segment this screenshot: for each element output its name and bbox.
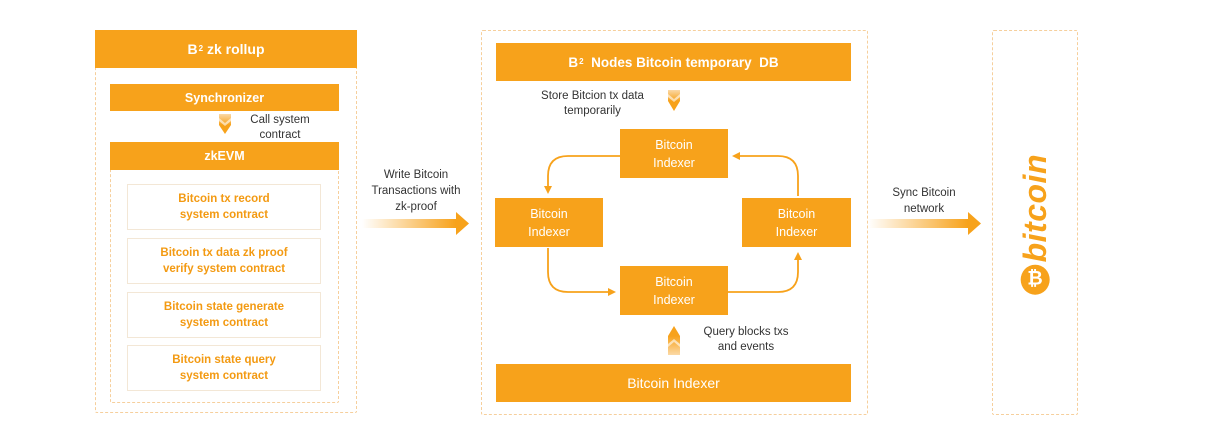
call-system-contract-label: Call system contract [240,113,320,143]
query-up-arrow [668,326,680,355]
indexer-node-right: Bitcoin Indexer [742,198,851,247]
sync-label-line2: network [903,203,945,215]
bitcoin-wordmark-rotator: ₿ bitcoin [1015,154,1055,295]
contract-card-line1: Bitcoin tx record [178,193,270,205]
nodes-db-title-sup: 2 [579,56,584,66]
contract-card-state-generate: Bitcoin state generate system contract [127,292,321,338]
write-label-line3: zk-proof [395,201,437,213]
indexer-line1: Bitcoin [655,137,693,152]
cycle-arrow-bottom-right [728,252,802,293]
bitcoin-indexer-bar-label: Bitcoin Indexer [627,375,720,391]
store-label-line2: temporarily [564,105,621,117]
contract-card-line2: system contract [179,370,269,382]
zk-rollup-title-sup: 2 [198,43,204,53]
indexer-line2: Indexer [775,224,818,239]
contract-card-line1: Bitcoin state query [172,354,276,366]
call-label-line2: contract [259,129,301,141]
indexer-line2: Indexer [528,224,570,239]
store-label-line1: Store Bitcion tx data [541,90,644,102]
contract-card-zk-proof: Bitcoin tx data zk proof verify system c… [127,238,321,284]
indexer-node-bottom: Bitcoin Indexer [620,266,728,315]
zkevm-label: zkEVM [204,149,245,163]
query-blocks-label: Query blocks txs and events [690,325,802,355]
synchronizer-bar: Synchronizer [110,84,339,111]
indexer-line1: Bitcoin [777,206,816,221]
cycle-arrow-bottom-left [547,248,616,296]
query-label-line2: and events [717,341,775,353]
zkevm-bar: zkEVM [110,142,339,170]
contract-card-state-query: Bitcoin state query system contract [127,345,321,391]
nodes-db-title-rest: Nodes Bitcoin temporary DB [583,54,779,70]
contract-card-tx-record: Bitcoin tx record system contract [127,184,321,230]
zk-rollup-title-rest: zk rollup [203,41,265,57]
sync-bitcoin-label: Sync Bitcoin network [876,185,972,217]
bitcoin-logo-icon: ₿ [1020,264,1050,295]
indexer-line2: Indexer [653,292,695,307]
contract-card-line2: system contract [179,209,269,221]
bitcoin-logo-glyph: ₿ [1027,268,1043,290]
indexer-line1: Bitcoin [655,274,693,289]
bitcoin-network-panel [992,30,1078,415]
nodes-db-panel [481,30,868,415]
sync-label-line1: Sync Bitcoin [892,187,956,199]
contract-card-line1: Bitcoin state generate [163,301,285,313]
call-label-line1: Call system [250,114,310,126]
nodes-db-title-main: B [568,54,579,70]
bitcoin-wordmark: bitcoin [1017,154,1053,263]
cycle-arrow-top-right [732,152,799,196]
indexer-node-left: Bitcoin Indexer [495,198,603,247]
cycle-arrow-top-left [544,155,620,194]
store-down-arrow [668,90,680,111]
indexer-node-top: Bitcoin Indexer [620,129,728,178]
bitcoin-indexer-bar: Bitcoin Indexer [496,364,851,402]
query-label-line1: Query blocks txs [703,326,789,338]
write-label-line1: Write Bitcoin [383,169,449,181]
indexer-line1: Bitcoin [530,206,568,221]
indexer-line2: Indexer [653,155,695,170]
write-arrow [362,212,469,235]
store-tx-data-label: Store Bitcion tx data temporarily [520,89,665,119]
write-bitcoin-label: Write Bitcoin Transactions with zk-proof [360,167,472,215]
sync-arrow [868,212,981,235]
call-down-arrow [219,114,231,134]
write-label-line2: Transactions with [371,185,461,197]
zk-rollup-title-main: B [187,41,198,57]
contract-card-line2: system contract [179,317,269,329]
synchronizer-label: Synchronizer [184,90,265,105]
contract-card-line2: verify system contract [162,263,286,275]
contract-card-line1: Bitcoin tx data zk proof [160,247,288,259]
